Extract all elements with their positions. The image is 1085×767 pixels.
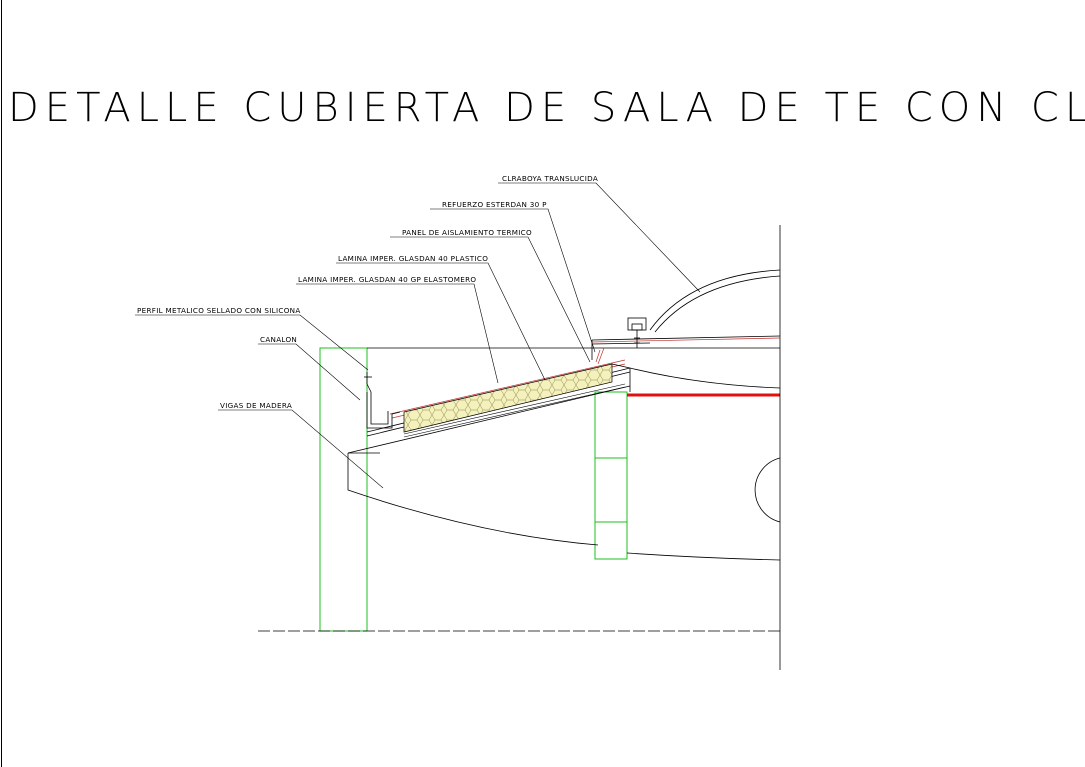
green-posts — [319, 347, 628, 632]
label-canalon: CANALON — [260, 335, 297, 344]
insulation-panel — [403, 363, 613, 433]
drawing-title: DETALLE CUBIERTA DE SALA DE TE CON CLARA… — [8, 85, 1085, 131]
roof-layers — [366, 359, 631, 438]
annotation-labels: CLRABOYA TRANSLUCIDA REFUERZO ESTERDAN 3… — [137, 174, 598, 410]
label-claraboya: CLRABOYA TRANSLUCIDA — [502, 174, 598, 183]
label-lamina-plastico: LAMINA IMPER. GLASDAN 40 PLASTICO — [338, 254, 488, 263]
label-lamina-elastomero: LAMINA IMPER. GLASDAN 40 GP ELASTOMERO — [298, 275, 476, 284]
gutter — [364, 372, 401, 429]
timber-beam — [347, 385, 781, 561]
leader-lines — [135, 182, 701, 489]
label-vigas-madera: VIGAS DE MADERA — [220, 401, 292, 410]
label-panel-aislamiento: PANEL DE AISLAMIENTO TERMICO — [402, 228, 532, 237]
label-perfil-metalico: PERFIL METALICO SELLADO CON SILICONA — [137, 306, 301, 315]
label-refuerzo: REFUERZO ESTERDAN 30 P — [442, 200, 547, 209]
skylight — [367, 225, 781, 670]
